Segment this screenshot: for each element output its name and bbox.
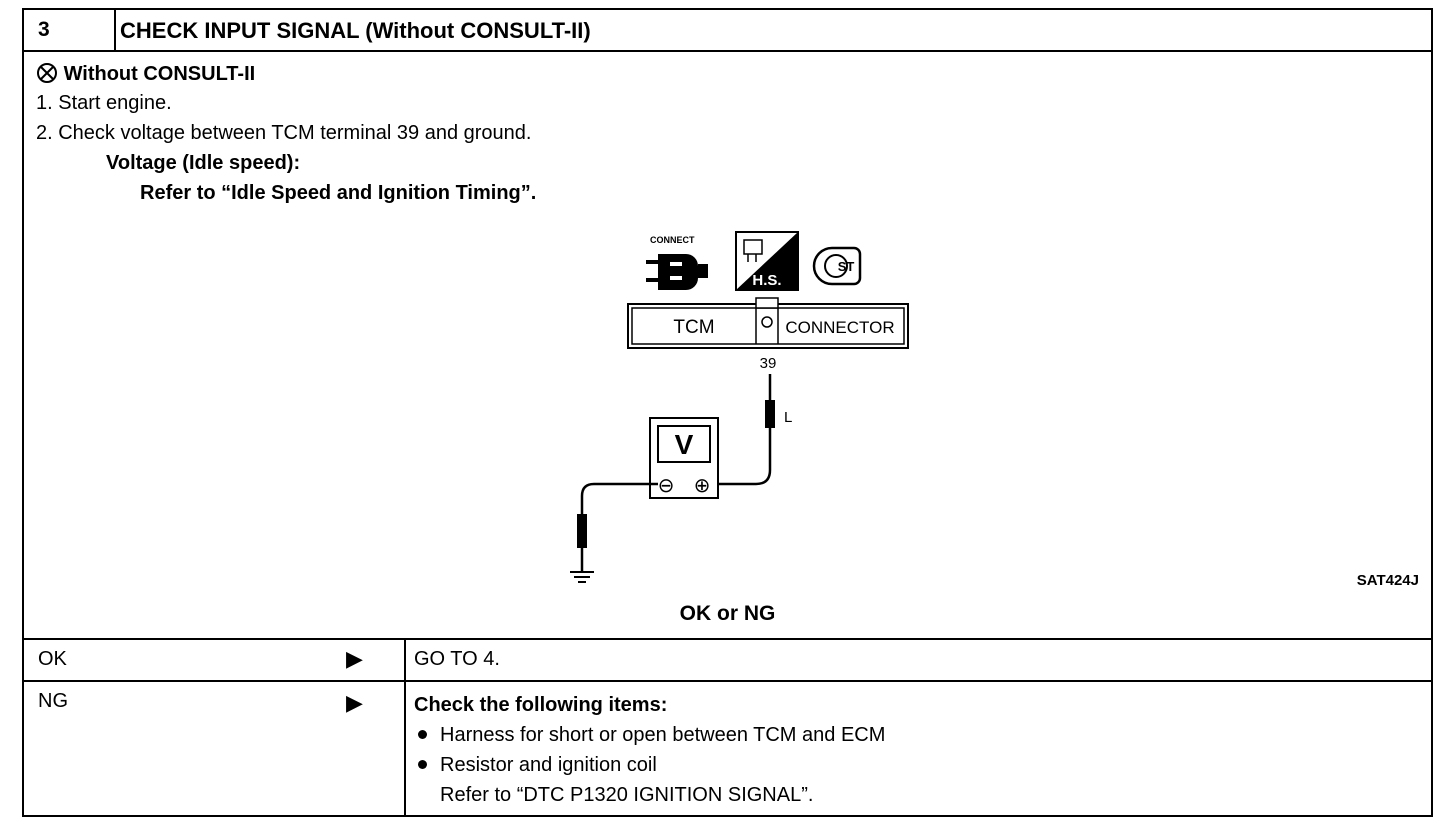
ignition-key-icon: ST xyxy=(812,246,862,286)
ng-action-title: Check the following items: xyxy=(414,694,668,716)
step-number: 3 xyxy=(24,10,116,50)
no-consult-icon xyxy=(37,63,57,83)
connector-right-label: CONNECTOR xyxy=(785,318,894,337)
wiring-diagram: CONNECT H.S. ST xyxy=(570,231,909,583)
step-1: 1. Start engine. xyxy=(36,92,172,114)
result-prompt: OK or NG xyxy=(679,602,776,625)
meter-label: V xyxy=(675,429,694,460)
arrow-icon: ▶ xyxy=(346,690,363,715)
step-header: 3 CHECK INPUT SIGNAL (Without CONSULT-II… xyxy=(24,10,1431,52)
probe-wire-negative xyxy=(580,482,658,514)
ng-note: Refer to “DTC P1320 IGNITION SIGNAL”. xyxy=(440,784,814,806)
result-row-ok: OK ▶ GO TO 4. xyxy=(24,640,1431,682)
mode-heading: Without CONSULT-II xyxy=(36,62,255,86)
procedure-section: Without CONSULT-II 1. Start engine. 2. C… xyxy=(24,52,1431,640)
connector-tcm-label: TCM xyxy=(673,317,714,338)
tcm-connector: TCM CONNECTOR xyxy=(627,297,909,349)
ground-icon xyxy=(570,571,594,583)
spec-label: Voltage (Idle speed): xyxy=(106,152,301,174)
result-action-ng: Check the following items: Harness for s… xyxy=(414,690,885,810)
positive-probe xyxy=(765,400,775,428)
probe-wire-positive xyxy=(706,428,772,486)
voltmeter: V ⊖ ⊕ xyxy=(649,417,719,499)
step-title: CHECK INPUT SIGNAL (Without CONSULT-II) xyxy=(120,18,591,43)
result-label-ok: OK xyxy=(38,648,67,670)
ng-check-item: Resistor and ignition coil xyxy=(414,750,885,780)
meter-minus: ⊖ xyxy=(658,475,675,497)
result-row-ng: NG ▶ Check the following items: Harness … xyxy=(24,682,1431,817)
st-label: ST xyxy=(838,259,855,274)
step-2: 2. Check voltage between TCM terminal 39… xyxy=(36,122,532,144)
negative-probe xyxy=(577,514,587,548)
connect-label: CONNECT xyxy=(650,235,695,245)
result-label-ng: NG xyxy=(38,690,68,712)
connect-icon: CONNECT xyxy=(646,235,708,290)
mode-label: Without CONSULT-II xyxy=(63,63,256,85)
wire-color: L xyxy=(784,409,792,426)
figure-id: SAT424J xyxy=(1356,572,1419,589)
meter-plus: ⊕ xyxy=(694,475,711,497)
ng-check-item: Harness for short or open between TCM an… xyxy=(414,720,885,750)
hs-label: H.S. xyxy=(752,272,781,289)
harness-side-icon: H.S. xyxy=(735,231,799,291)
result-action-ok: GO TO 4. xyxy=(414,648,500,670)
spec-value: Refer to “Idle Speed and Ignition Timing… xyxy=(140,182,537,204)
terminal-number: 39 xyxy=(760,355,777,372)
step-table: 3 CHECK INPUT SIGNAL (Without CONSULT-II… xyxy=(22,8,1433,817)
arrow-icon: ▶ xyxy=(346,646,363,671)
